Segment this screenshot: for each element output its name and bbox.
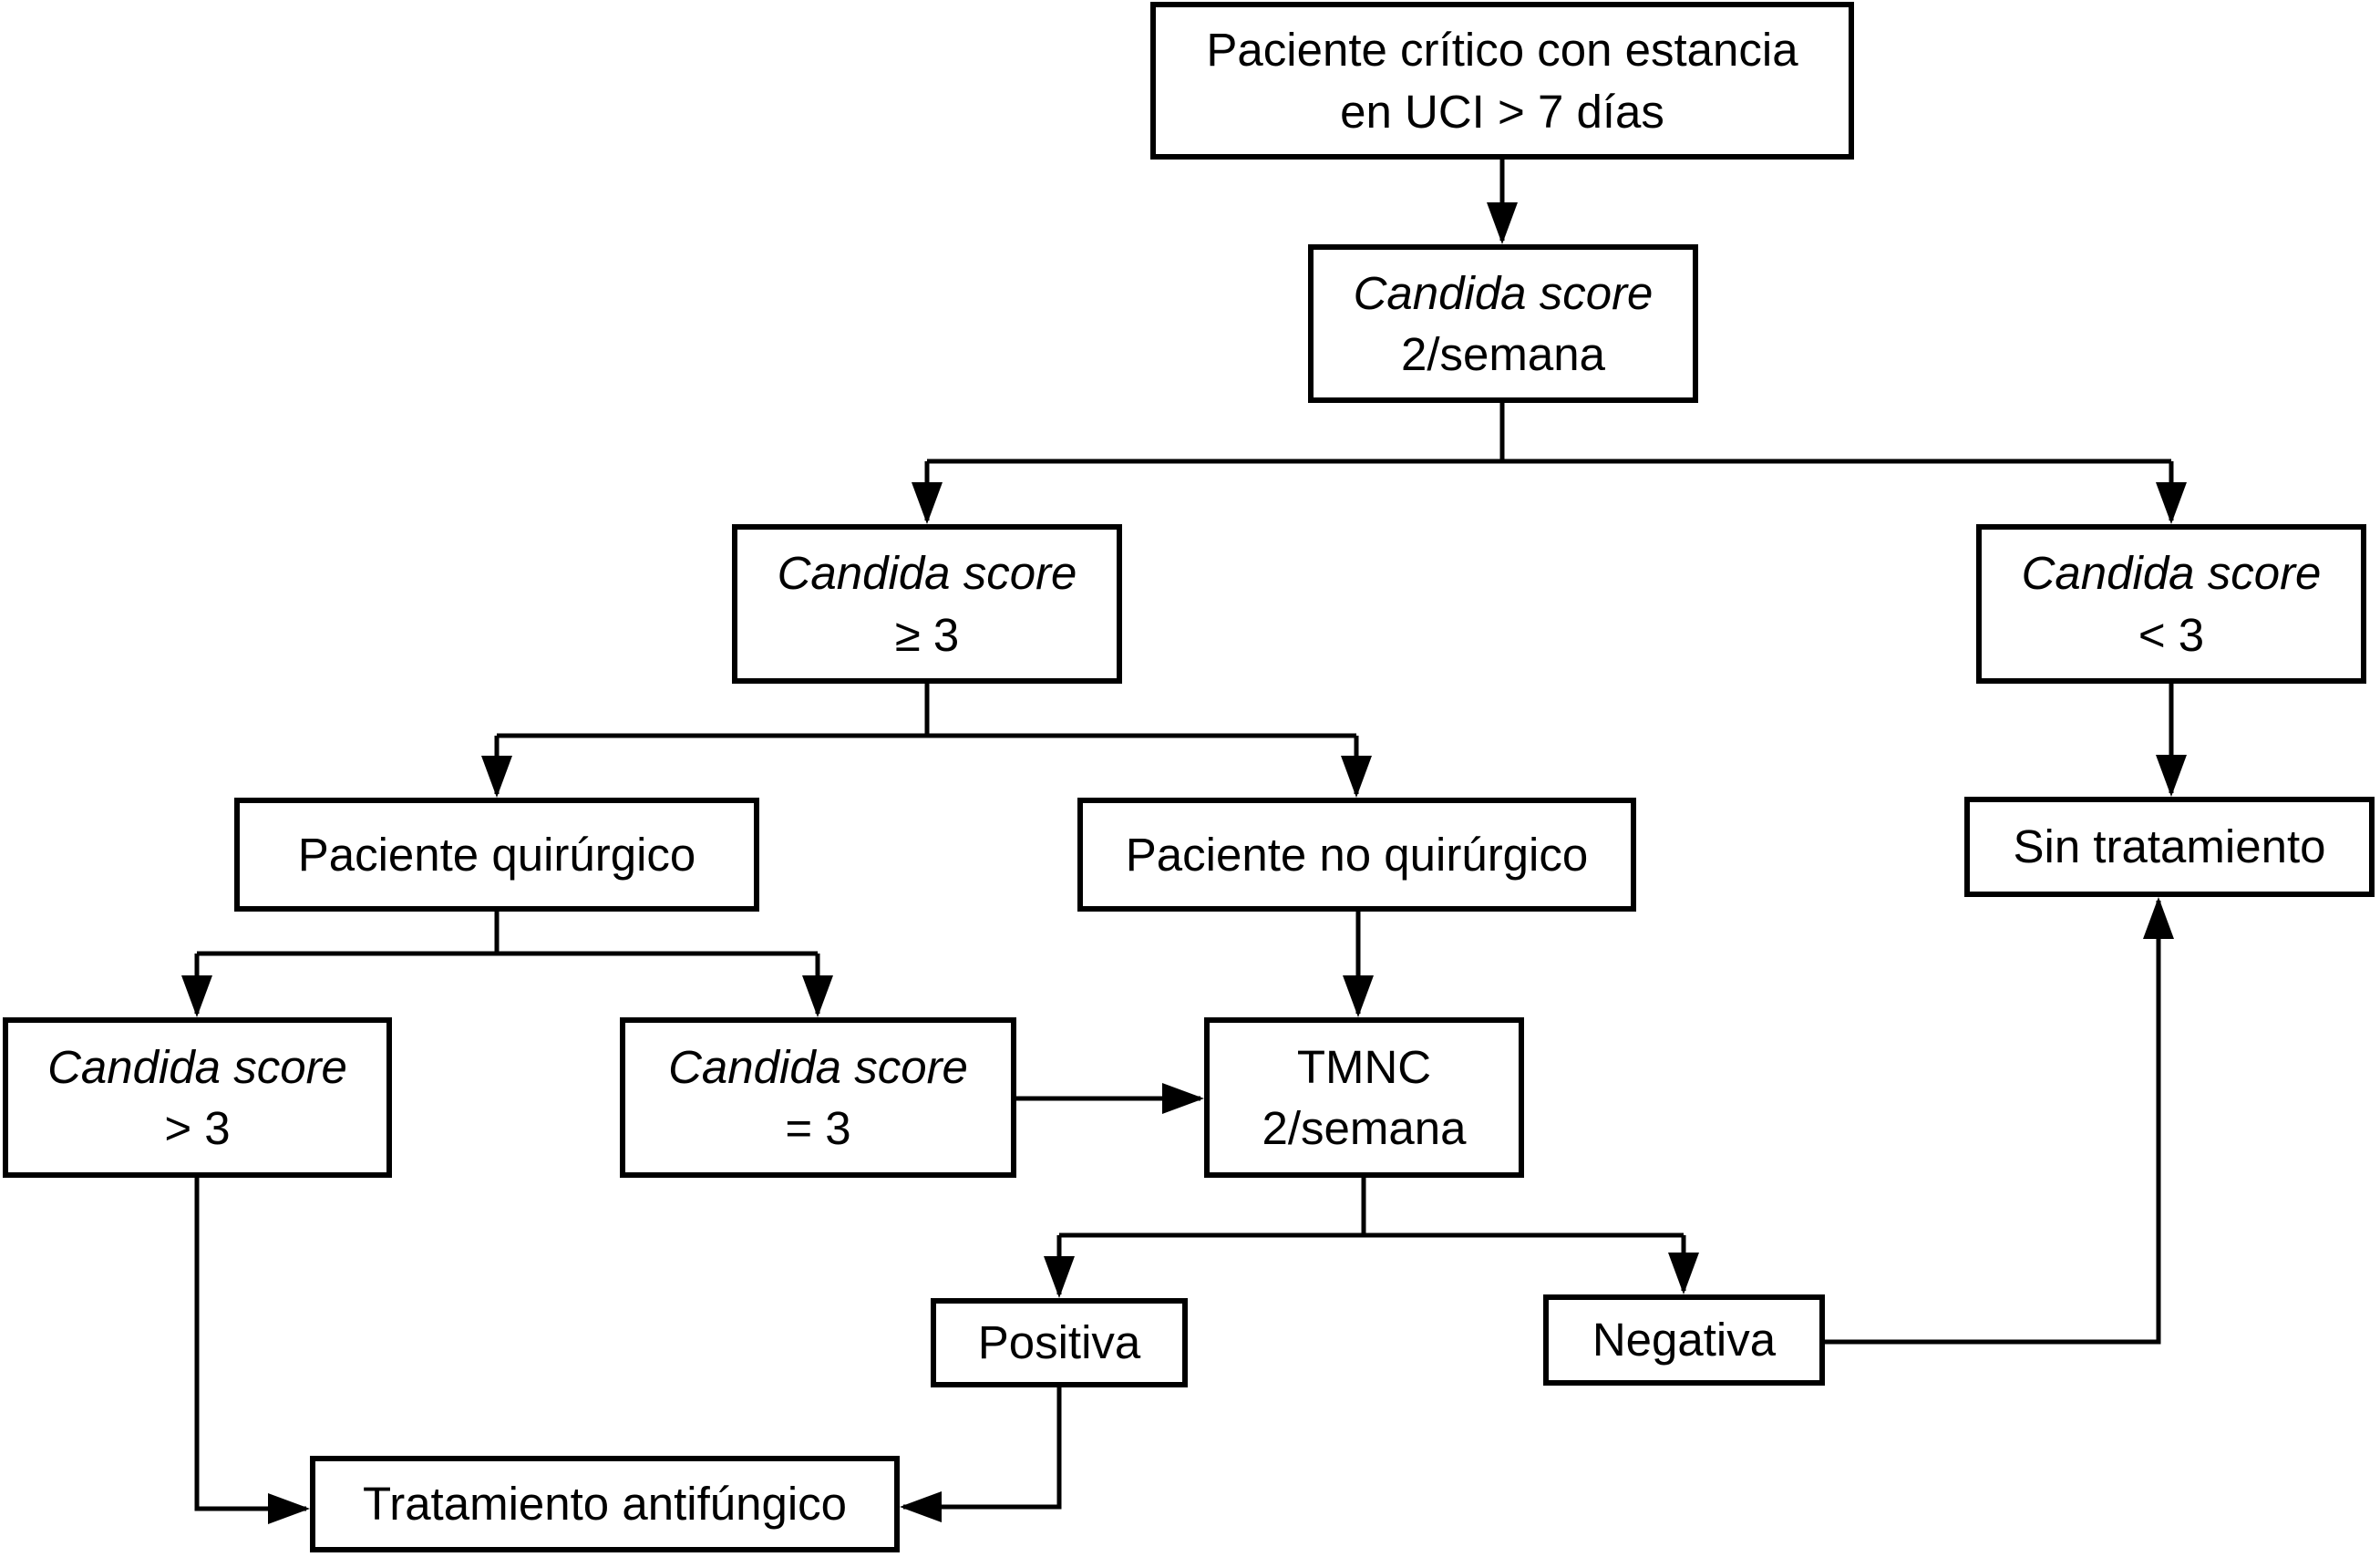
node-paciente-quirurgico: Paciente quirúrgico: [234, 798, 759, 912]
node-positiva: Positiva: [931, 1298, 1188, 1387]
node-candida-score-gt3-line1: Candida score: [47, 1040, 347, 1093]
node-paciente-quirurgico-label: Paciente quirúrgico: [297, 828, 696, 881]
node-candida-score-eq3: Candida score = 3: [620, 1017, 1016, 1178]
connector-surgical-split-rail: [197, 912, 818, 956]
node-candida-score-ge3-line2: ≥ 3: [894, 608, 960, 661]
node-tratamiento-antifungico: Tratamiento antifúngico: [310, 1456, 900, 1552]
node-sin-tratamiento-label: Sin tratamiento: [2013, 820, 2326, 873]
node-paciente-critico: Paciente crítico con estancia en UCI > 7…: [1150, 2, 1854, 160]
connector-tmnc-split-rail: [1059, 1178, 1684, 1238]
node-candida-score-lt3-line1: Candida score: [2021, 547, 2322, 600]
node-sin-tratamiento: Sin tratamiento: [1964, 797, 2375, 897]
node-paciente-no-quirurgico-label: Paciente no quirúrgico: [1125, 828, 1589, 881]
node-paciente-no-quirurgico: Paciente no quirúrgico: [1077, 798, 1636, 912]
node-negativa-label: Negativa: [1592, 1314, 1777, 1366]
node-paciente-critico-line2: en UCI > 7 días: [1340, 85, 1664, 138]
node-candida-score-lt3-line2: < 3: [2138, 608, 2205, 661]
connector-negative-notreatment: [1825, 897, 2174, 1345]
node-candida-score-ge3-line1: Candida score: [777, 547, 1077, 600]
node-tmnc-line1: TMNC: [1296, 1040, 1432, 1093]
node-candida-score-eq3-line1: Candida score: [668, 1040, 968, 1093]
node-tmnc: TMNC 2/semana: [1204, 1017, 1524, 1178]
node-positiva-label: Positiva: [977, 1316, 1141, 1369]
connector-ge3-split-rail: [497, 684, 1356, 738]
node-candida-score-gt3-line2: > 3: [164, 1102, 231, 1154]
node-candida-score-semanal: Candida score 2/semana: [1308, 244, 1698, 403]
node-paciente-critico-line1: Paciente crítico con estancia: [1206, 24, 1798, 77]
connector-positive-treatment: [900, 1387, 1062, 1522]
node-negativa: Negativa: [1543, 1294, 1825, 1386]
connector-gt3-treatment: [194, 1178, 310, 1524]
node-candida-score-semanal-line2: 2/semana: [1401, 328, 1605, 380]
node-candida-score-ge3: Candida score ≥ 3: [732, 524, 1122, 684]
node-candida-score-eq3-line2: = 3: [785, 1102, 851, 1154]
node-candida-score-semanal-line1: Candida score: [1353, 266, 1654, 319]
node-candida-score-gt3: Candida score > 3: [3, 1017, 392, 1178]
node-candida-score-lt3: Candida score < 3: [1976, 524, 2366, 684]
node-tratamiento-antifungico-label: Tratamiento antifúngico: [362, 1478, 848, 1531]
connector-screening-split-rail: [927, 403, 2171, 464]
node-tmnc-line2: 2/semana: [1262, 1102, 1467, 1154]
